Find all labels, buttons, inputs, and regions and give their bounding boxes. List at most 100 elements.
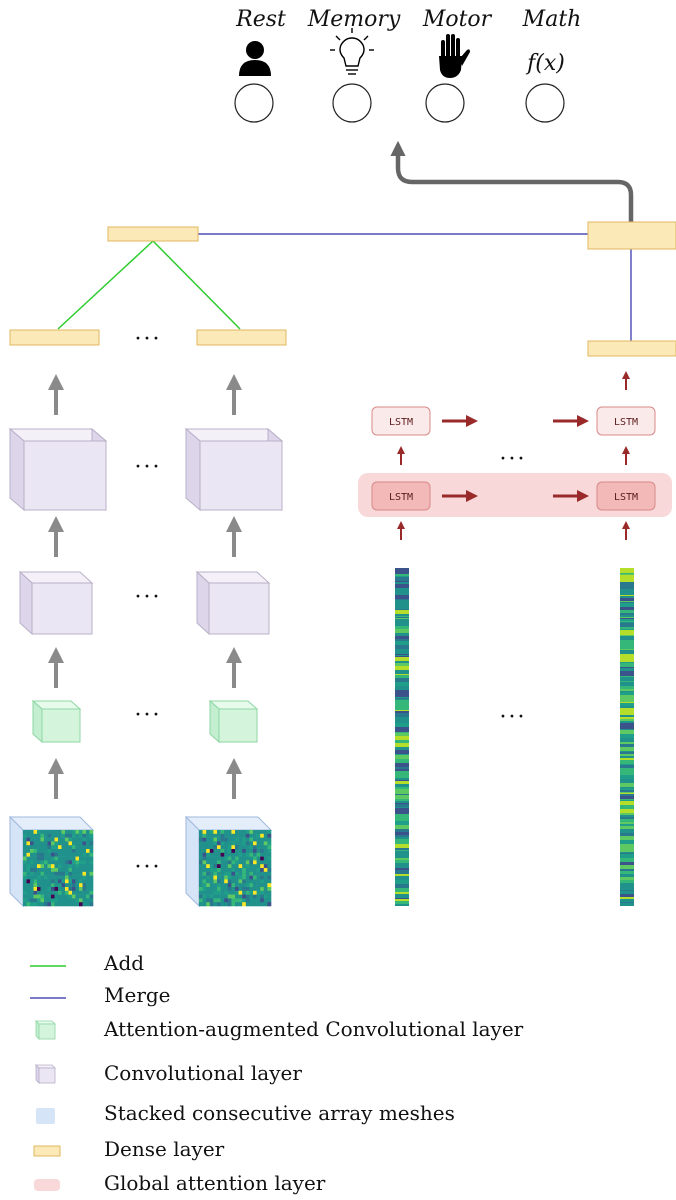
mesh-cell: [23, 875, 27, 880]
mesh-cell: [199, 830, 203, 835]
mesh-cell: [37, 841, 41, 846]
mesh-cell: [253, 841, 257, 846]
timeseries-stripe: [395, 721, 409, 723]
timeseries-stripe: [620, 572, 634, 573]
mesh-cell: [82, 864, 87, 869]
timeseries-stripe: [395, 851, 409, 855]
mesh-cell: [220, 868, 225, 873]
lightbulb-icon: [330, 28, 374, 75]
mesh-cell: [213, 860, 218, 865]
mesh-cell: [23, 864, 27, 869]
timeseries-stripe: [620, 635, 634, 636]
timeseries-stripe: [395, 588, 409, 591]
timeseries-stripe: [395, 686, 409, 688]
mesh-cell: [206, 871, 211, 876]
timeseries-stripe: [395, 774, 409, 778]
mesh-cell: [249, 883, 254, 888]
mesh-cell: [58, 837, 62, 842]
mesh-cell: [224, 833, 229, 838]
mesh-cell: [86, 833, 90, 838]
mesh-cell: [47, 852, 52, 857]
mesh-cell: [44, 845, 48, 850]
mesh-cell: [86, 887, 90, 892]
mesh-cell: [72, 871, 76, 876]
mesh-cell: [40, 879, 45, 884]
timeseries-stripe: [395, 679, 409, 682]
mesh-cell: [249, 879, 254, 884]
mesh-cell: [224, 883, 229, 888]
timeseries-stripe: [395, 693, 409, 697]
mesh-cell: [72, 879, 76, 884]
mesh-cell: [51, 883, 55, 888]
mesh-cell: [72, 852, 76, 857]
mesh-cell: [30, 833, 34, 838]
timeseries-stripe: [620, 862, 634, 865]
mesh-cell: [206, 837, 211, 842]
mesh-cell: [61, 898, 66, 903]
mesh-cell: [40, 898, 45, 903]
mesh-cell: [199, 841, 203, 846]
mesh-cell: [26, 868, 31, 873]
timeseries-stripe: [620, 850, 634, 852]
mesh-cell: [33, 852, 38, 857]
mesh-cell: [256, 845, 261, 850]
timeseries-stripe: [620, 826, 634, 829]
timeseries-stripe: [395, 740, 409, 743]
mesh-cell: [202, 890, 207, 895]
mesh-cell: [89, 871, 94, 876]
timeseries-stripe: [620, 644, 634, 647]
timeseries-stripe: [620, 719, 634, 721]
mesh-cell: [82, 833, 87, 838]
mesh-cell: [217, 833, 221, 838]
mesh-cell: [231, 852, 236, 857]
mesh-cell: [23, 871, 27, 876]
mesh-cell: [238, 883, 243, 888]
mesh-cell: [37, 845, 41, 850]
mesh-cell: [217, 883, 221, 888]
mesh-cell: [30, 887, 34, 892]
mesh-cell: [213, 845, 218, 850]
mesh-cell: [220, 864, 225, 869]
mesh-cell: [51, 833, 55, 838]
mesh-cell: [75, 883, 80, 888]
mesh-cell: [51, 887, 55, 892]
mesh-cell: [217, 890, 221, 895]
mesh-cell: [202, 887, 207, 892]
mesh-cell: [224, 894, 229, 899]
mesh-cell: [242, 871, 247, 876]
mesh-cell: [253, 871, 257, 876]
timeseries-stripe: [620, 787, 634, 788]
mesh-cell: [54, 864, 59, 869]
timeseries-stripe: [395, 838, 409, 839]
timeseries-stripe: [620, 744, 634, 747]
timeseries-stripe: [395, 808, 409, 811]
mesh-cell: [82, 845, 87, 850]
mesh-cell: [86, 890, 90, 895]
mesh-cell: [72, 845, 76, 850]
mesh-cell: [238, 837, 243, 842]
mesh-cell: [75, 845, 80, 850]
timeseries-stripe: [395, 649, 409, 653]
mesh-cell: [206, 841, 211, 846]
mesh-cell: [242, 864, 247, 869]
timeseries-stripe: [395, 690, 409, 693]
timeseries-stripe: [620, 779, 634, 783]
mesh-cell: [89, 898, 94, 903]
mesh-cell: [249, 856, 254, 861]
mesh-cell: [263, 849, 268, 854]
mesh-cell: [79, 856, 83, 861]
mesh-cell: [249, 894, 254, 899]
ellipsis-conv-medium: ···: [135, 585, 162, 610]
mesh-cell: [220, 841, 225, 846]
mesh-cell: [217, 879, 221, 884]
timeseries-stripe: [395, 848, 409, 850]
timeseries-stripe: [620, 794, 634, 796]
timeseries-stripe: [395, 837, 409, 838]
mesh-cell: [256, 894, 261, 899]
mesh-cell: [30, 902, 34, 907]
timeseries-stripe: [620, 582, 634, 585]
mesh-cell: [224, 902, 229, 907]
mesh-cell: [267, 852, 272, 857]
mesh-cell: [209, 883, 214, 888]
mesh-cell: [267, 845, 272, 850]
